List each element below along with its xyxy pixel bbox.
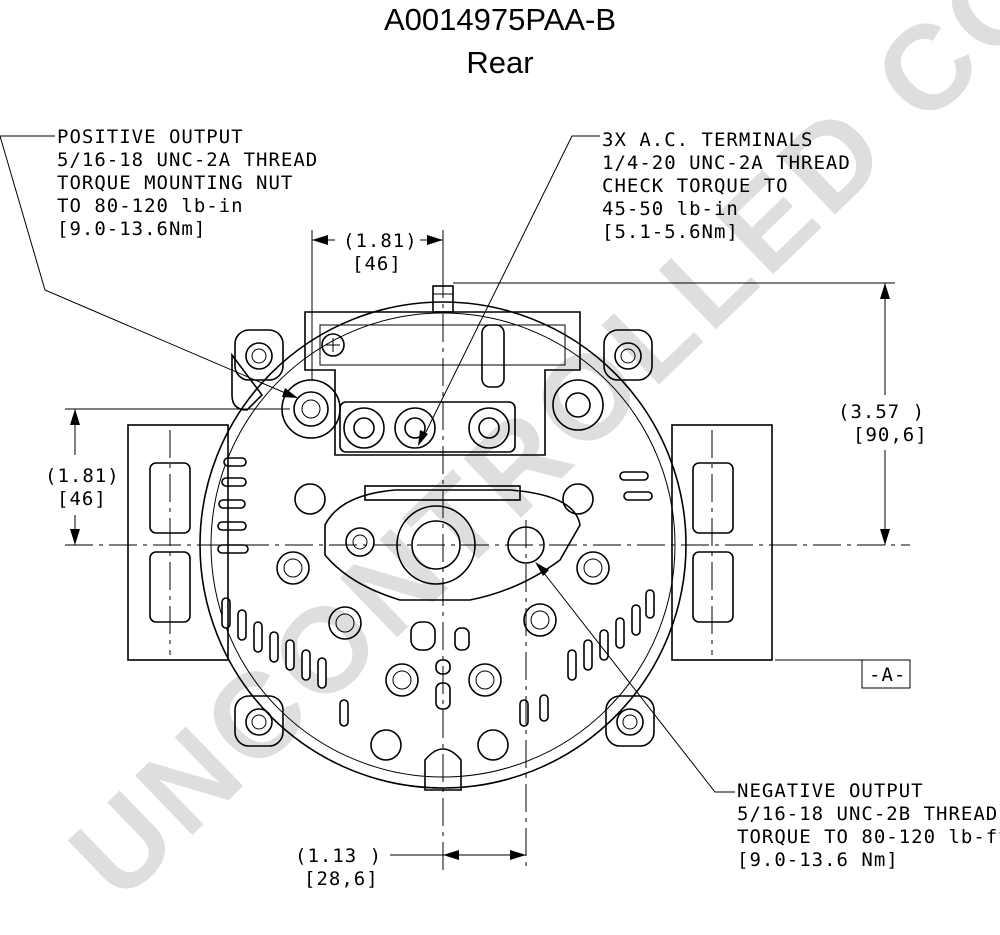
note-line: 3X A.C. TERMINALS bbox=[602, 129, 813, 151]
dim-right-mm: [90,6] bbox=[853, 424, 928, 446]
note-line: [5.1-5.6Nm] bbox=[602, 221, 739, 243]
note-line: 45-50 lb-in bbox=[602, 198, 739, 220]
note-negative-output: NEGATIVE OUTPUT 5/16-18 UNC-2B THREAD TO… bbox=[737, 780, 1000, 871]
note-line: TORQUE MOUNTING NUT bbox=[57, 172, 293, 194]
note-line: 5/16-18 UNC-2B THREAD bbox=[737, 803, 998, 825]
dim-top-mm: [46] bbox=[352, 253, 402, 275]
note-line: CHECK TORQUE TO bbox=[602, 175, 789, 197]
note-line: POSITIVE OUTPUT bbox=[57, 126, 244, 148]
drawing-title: A0014975PAA-B bbox=[383, 2, 617, 37]
note-line: 5/16-18 UNC-2A THREAD bbox=[57, 149, 318, 171]
note-line: NEGATIVE OUTPUT bbox=[737, 780, 924, 802]
dim-top-inch: (1.81) bbox=[343, 230, 418, 252]
note-ac-terminals: 3X A.C. TERMINALS 1/4-20 UNC-2A THREAD C… bbox=[602, 129, 851, 243]
dim-left-mm: [46] bbox=[57, 488, 107, 510]
leader-lines bbox=[0, 135, 735, 793]
note-positive-output: POSITIVE OUTPUT 5/16-18 UNC-2A THREAD TO… bbox=[57, 126, 318, 240]
dimension-lines bbox=[65, 230, 911, 860]
centerlines bbox=[65, 270, 910, 870]
dim-bottom-inch: (1.13 ) bbox=[295, 845, 382, 867]
note-line: 1/4-20 UNC-2A THREAD bbox=[602, 152, 851, 174]
note-line: [9.0-13.6Nm] bbox=[57, 218, 206, 240]
note-line: TO 80-120 lb-in bbox=[57, 195, 244, 217]
dim-right-inch: (3.57 ) bbox=[838, 401, 925, 423]
note-line: [9.0-13.6 Nm] bbox=[737, 849, 899, 871]
drawing-subtitle: Rear bbox=[466, 45, 534, 80]
dim-bottom-mm: [28,6] bbox=[304, 868, 379, 890]
dim-left-inch: (1.81) bbox=[45, 465, 120, 487]
datum-label: -A- bbox=[869, 664, 906, 686]
note-line: TORQUE TO 80-120 lb-ft bbox=[737, 826, 1000, 848]
